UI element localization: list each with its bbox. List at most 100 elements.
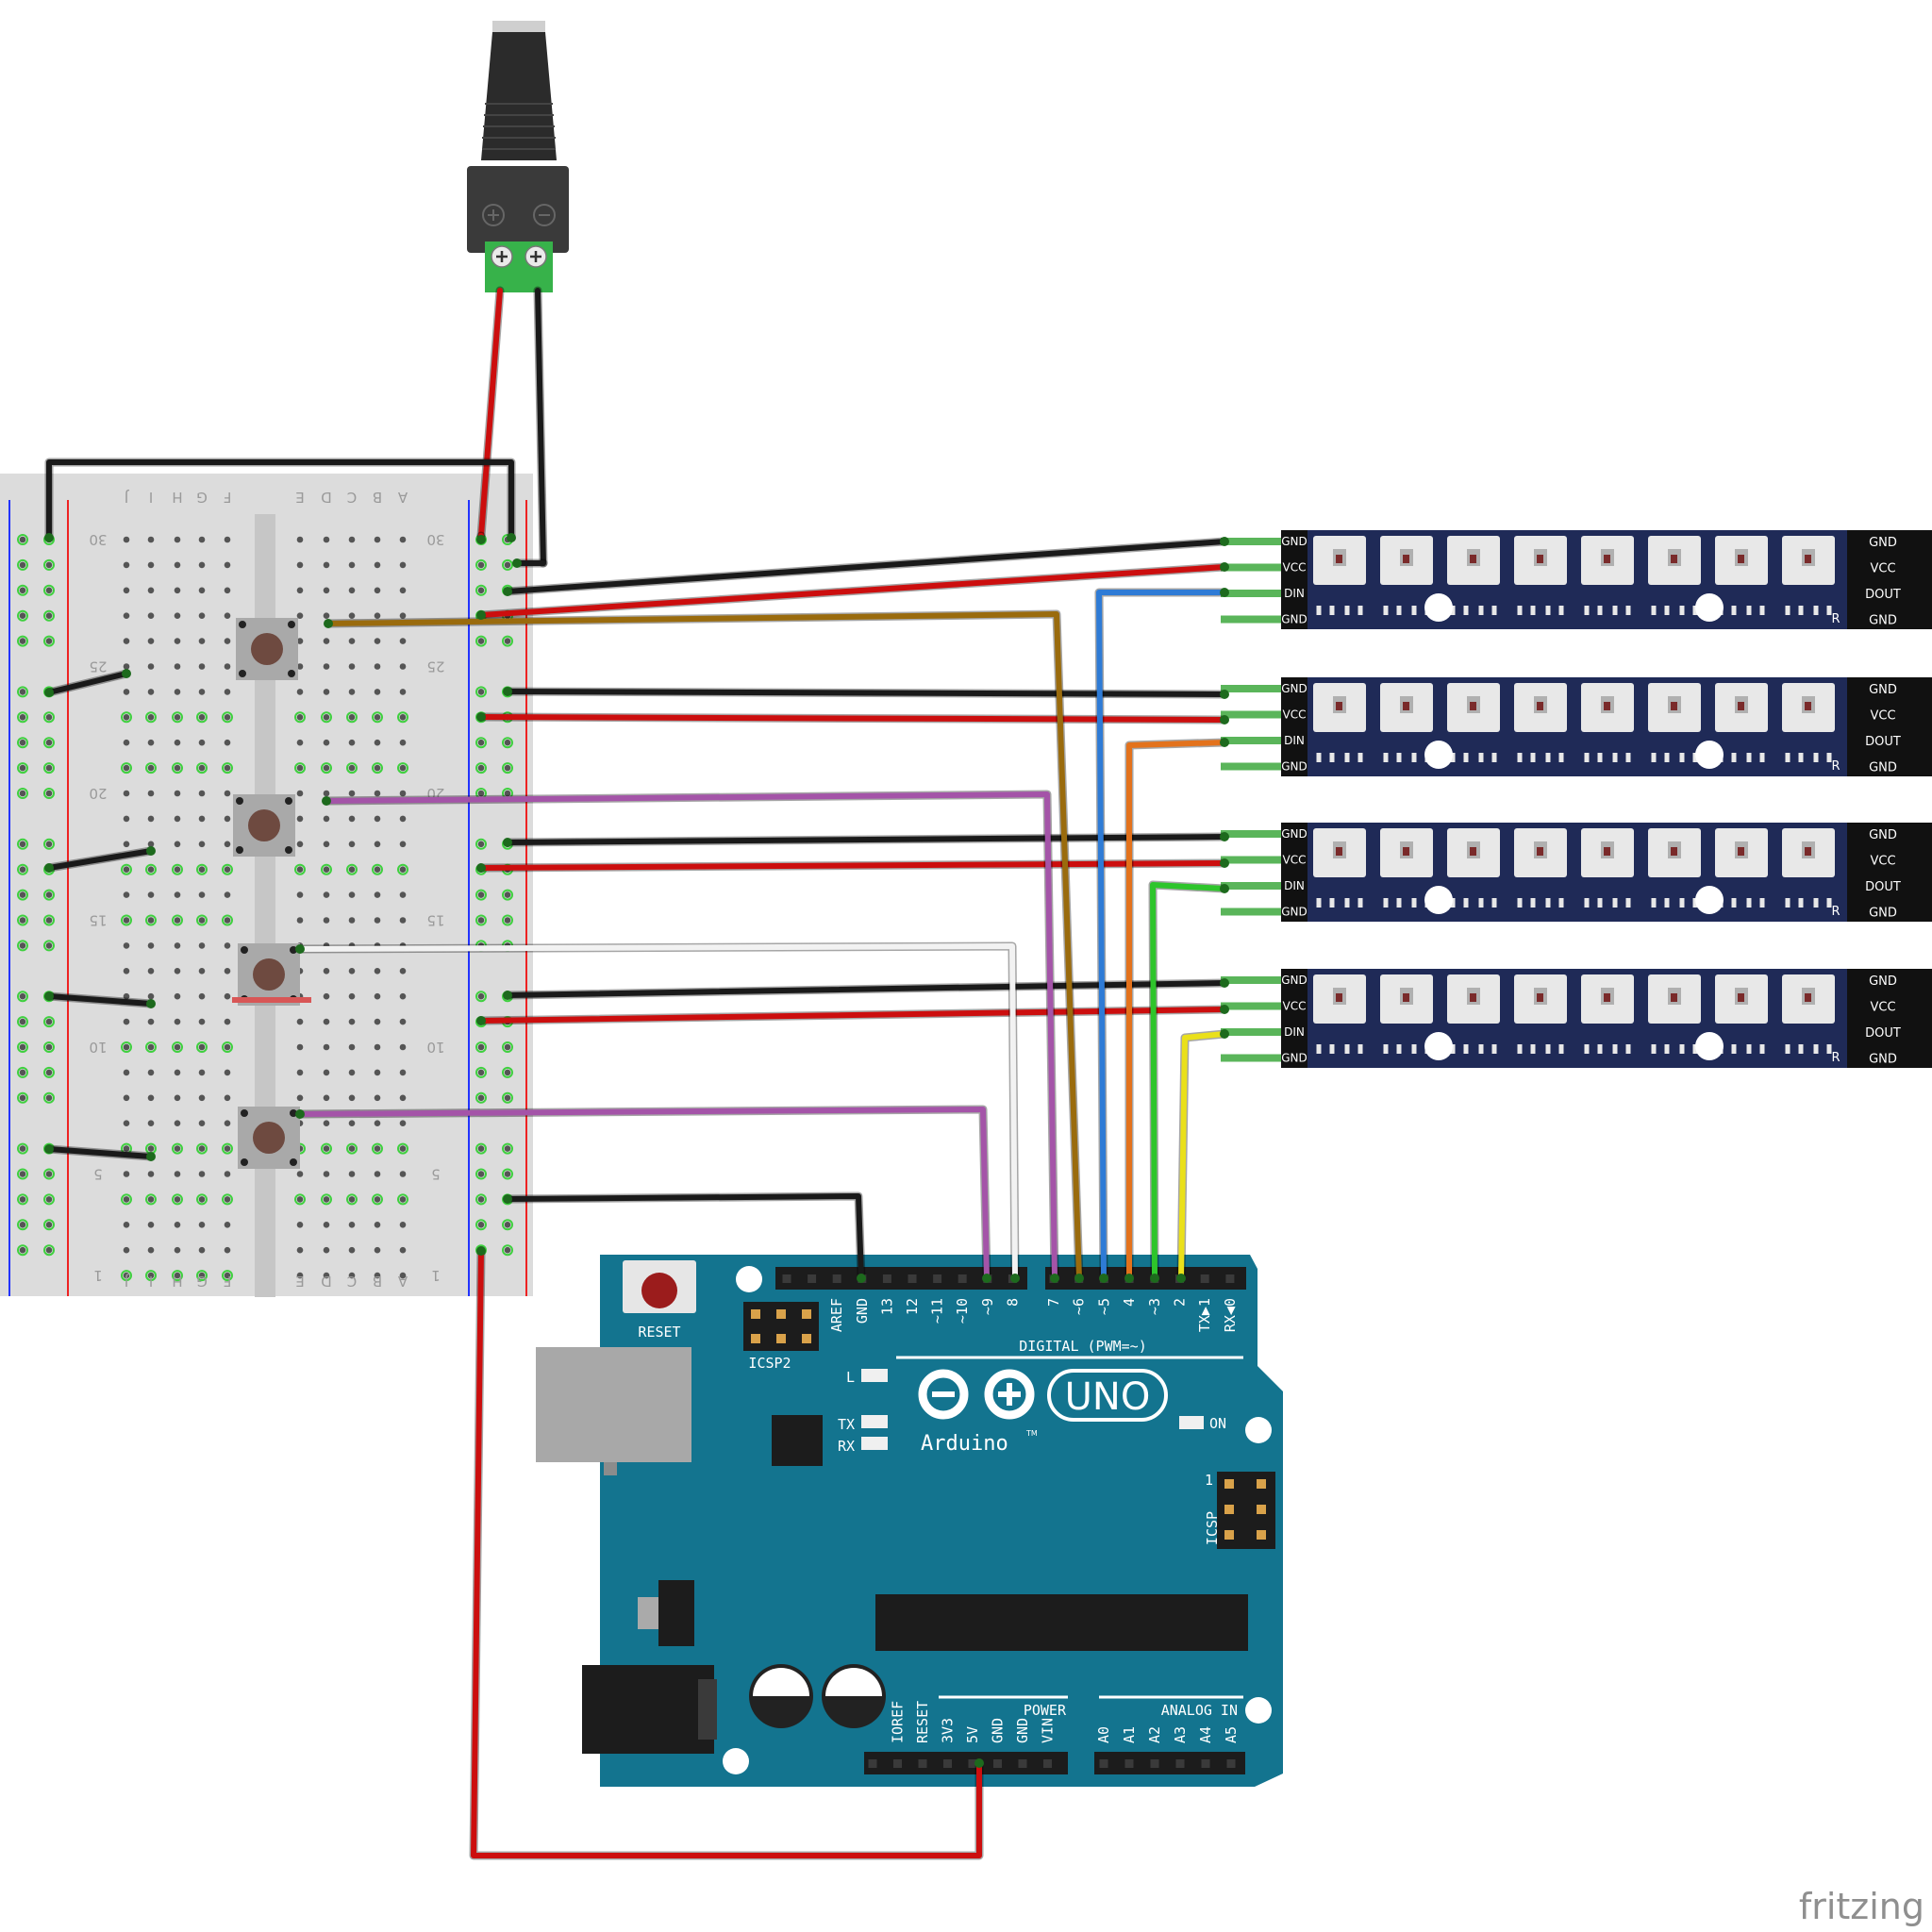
breadboard-hole[interactable]	[198, 536, 206, 543]
wire-black[interactable]	[46, 671, 129, 695]
breadboard-hole[interactable]	[348, 1272, 356, 1279]
header-pin[interactable]	[1226, 1759, 1236, 1768]
rail-hole[interactable]	[477, 1069, 485, 1076]
rail-hole[interactable]	[45, 561, 53, 569]
breadboard-hole[interactable]	[296, 1246, 304, 1254]
rail-hole[interactable]	[45, 1222, 53, 1228]
breadboard-hole[interactable]	[323, 536, 330, 543]
breadboard-hole[interactable]	[348, 917, 356, 924]
wire-black[interactable]	[46, 848, 154, 871]
breadboard-hole[interactable]	[174, 689, 181, 695]
breadboard-hole[interactable]	[123, 1196, 130, 1203]
breadboard-hole[interactable]	[198, 1222, 206, 1228]
breadboard-hole[interactable]	[198, 992, 206, 1000]
breadboard-hole[interactable]	[323, 968, 330, 974]
rail-hole[interactable]	[504, 638, 511, 644]
breadboard-hole[interactable]	[296, 891, 304, 898]
breadboard-hole[interactable]	[147, 1043, 155, 1051]
breadboard-hole[interactable]	[348, 536, 356, 543]
header-pin[interactable]	[993, 1759, 1002, 1768]
breadboard-hole[interactable]	[296, 815, 304, 823]
breadboard-hole[interactable]	[374, 663, 381, 670]
rail-hole[interactable]	[19, 891, 26, 898]
breadboard-hole[interactable]	[374, 536, 381, 543]
header-pin[interactable]	[908, 1274, 917, 1283]
breadboard-hole[interactable]	[296, 1272, 304, 1279]
breadboard-hole[interactable]	[323, 714, 330, 721]
breadboard-hole[interactable]	[296, 917, 304, 924]
breadboard-hole[interactable]	[323, 1246, 330, 1254]
breadboard-hole[interactable]	[374, 689, 381, 695]
breadboard-hole[interactable]	[123, 1018, 130, 1025]
breadboard-hole[interactable]	[224, 815, 231, 823]
breadboard-hole[interactable]	[123, 891, 130, 898]
breadboard-hole[interactable]	[348, 689, 356, 695]
header-pin[interactable]	[882, 1274, 891, 1283]
breadboard-hole[interactable]	[174, 1043, 181, 1051]
rail-hole[interactable]	[19, 561, 26, 569]
breadboard-hole[interactable]	[123, 1094, 130, 1102]
breadboard-hole[interactable]	[374, 612, 381, 619]
breadboard-hole[interactable]	[147, 638, 155, 644]
rail-hole[interactable]	[45, 638, 53, 644]
breadboard-hole[interactable]	[323, 917, 330, 924]
rail-hole[interactable]	[504, 739, 511, 746]
breadboard-hole[interactable]	[399, 587, 407, 594]
breadboard-hole[interactable]	[123, 1272, 130, 1279]
breadboard-hole[interactable]	[198, 866, 206, 873]
rail-hole[interactable]	[45, 790, 53, 797]
breadboard-hole[interactable]	[399, 992, 407, 1000]
rail-hole[interactable]	[477, 790, 485, 797]
breadboard-hole[interactable]	[399, 612, 407, 619]
breadboard-hole[interactable]	[399, 663, 407, 670]
rail-hole[interactable]	[477, 1222, 485, 1228]
rail-hole[interactable]	[477, 587, 485, 594]
rail-hole[interactable]	[19, 1246, 26, 1254]
breadboard-hole[interactable]	[374, 1043, 381, 1051]
breadboard-hole[interactable]	[399, 689, 407, 695]
rail-hole[interactable]	[19, 1145, 26, 1152]
breadboard-hole[interactable]	[224, 764, 231, 772]
breadboard-hole[interactable]	[198, 1043, 206, 1051]
breadboard-hole[interactable]	[174, 764, 181, 772]
breadboard-hole[interactable]	[323, 587, 330, 594]
wire-purple[interactable]	[297, 1107, 990, 1281]
wire-black[interactable]	[46, 459, 514, 541]
breadboard-hole[interactable]	[123, 1043, 130, 1051]
header-pin[interactable]	[943, 1759, 952, 1768]
breadboard-hole[interactable]	[296, 866, 304, 873]
breadboard-hole[interactable]	[147, 714, 155, 721]
breadboard-hole[interactable]	[374, 1196, 381, 1203]
breadboard-hole[interactable]	[348, 1246, 356, 1254]
breadboard-hole[interactable]	[323, 1171, 330, 1177]
rail-hole[interactable]	[19, 536, 26, 543]
breadboard-hole[interactable]	[224, 739, 231, 746]
breadboard-hole[interactable]	[224, 1018, 231, 1025]
rail-hole[interactable]	[19, 739, 26, 746]
breadboard-hole[interactable]	[348, 587, 356, 594]
breadboard-hole[interactable]	[224, 612, 231, 619]
breadboard-hole[interactable]	[348, 891, 356, 898]
breadboard-hole[interactable]	[198, 1145, 206, 1152]
breadboard-hole[interactable]	[296, 638, 304, 644]
breadboard-hole[interactable]	[123, 561, 130, 569]
rail-hole[interactable]	[504, 1094, 511, 1102]
header-pin[interactable]	[1099, 1759, 1108, 1768]
rail-hole[interactable]	[19, 942, 26, 949]
breadboard-hole[interactable]	[123, 1145, 130, 1152]
rail-hole[interactable]	[477, 638, 485, 644]
breadboard-hole[interactable]	[198, 1272, 206, 1279]
breadboard-hole[interactable]	[348, 612, 356, 619]
breadboard-hole[interactable]	[399, 1145, 407, 1152]
wire-red[interactable]	[478, 288, 503, 539]
breadboard-hole[interactable]	[123, 866, 130, 873]
wire-black[interactable]	[505, 834, 1227, 845]
breadboard-hole[interactable]	[174, 561, 181, 569]
breadboard-hole[interactable]	[198, 841, 206, 848]
breadboard-hole[interactable]	[147, 891, 155, 898]
breadboard-hole[interactable]	[174, 1120, 181, 1126]
breadboard-hole[interactable]	[323, 764, 330, 772]
breadboard-hole[interactable]	[174, 663, 181, 670]
breadboard-hole[interactable]	[147, 689, 155, 695]
rail-hole[interactable]	[19, 612, 26, 619]
